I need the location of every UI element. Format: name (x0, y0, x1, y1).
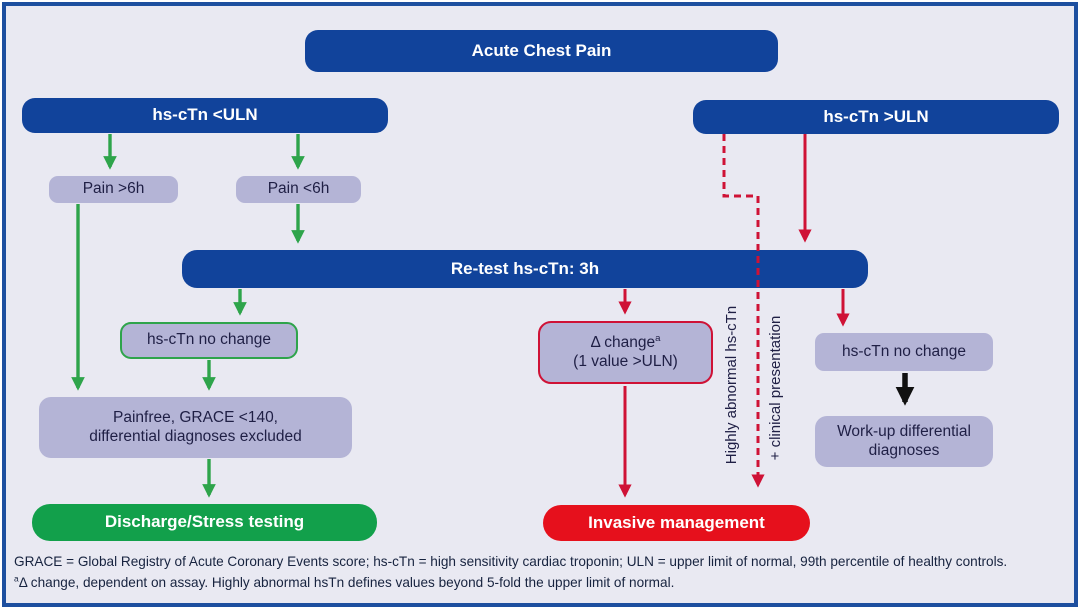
node-no-change-right: hs-cTn no change (815, 333, 993, 371)
node-invasive-management-label: Invasive management (588, 512, 765, 532)
node-no-change-left-label: hs-cTn no change (146, 331, 272, 349)
node-hs-ctn-below-uln: hs-cTn <ULN (22, 98, 388, 133)
node-delta-change-line1: Δ changea (590, 332, 661, 353)
node-painfree-grace: Painfree, GRACE <140, differential diagn… (39, 397, 352, 458)
node-workup-differential: Work-up differential diagnoses (815, 416, 993, 467)
node-painfree-grace-line1: Painfree, GRACE <140, (113, 408, 278, 426)
figure-footnotes: GRACE = Global Registry of Acute Coronar… (14, 551, 1070, 593)
node-hs-ctn-above-uln: hs-cTn >ULN (693, 100, 1059, 134)
bypass-label-clinical-presentation: + clinical presentation (767, 315, 784, 461)
footnote-abbreviations: GRACE = Global Registry of Acute Coronar… (14, 554, 1008, 569)
node-invasive-management: Invasive management (543, 505, 810, 541)
node-hs-ctn-below-uln-label: hs-cTn <ULN (152, 105, 258, 125)
footnote-delta-change-sup: a (14, 573, 19, 584)
node-pain-over-6h: Pain >6h (49, 176, 178, 203)
node-pain-over-6h-label: Pain >6h (82, 180, 145, 198)
bypass-label-highly-abnormal: Highly abnormal hs-cTn (723, 305, 740, 465)
node-pain-under-6h-label: Pain <6h (267, 180, 330, 198)
node-hs-ctn-above-uln-label: hs-cTn >ULN (823, 106, 929, 126)
node-retest-hs-ctn: Re-test hs-cTn: 3h (182, 250, 868, 288)
node-acute-chest-pain: Acute Chest Pain (305, 30, 778, 72)
node-delta-change-line2: (1 value >ULN) (573, 352, 678, 370)
node-workup-differential-line2: diagnoses (868, 441, 940, 459)
node-acute-chest-pain-label: Acute Chest Pain (471, 40, 612, 60)
footnote-delta-change: aΔ change, dependent on assay. Highly ab… (14, 572, 1070, 593)
node-painfree-grace-line2: differential diagnoses excluded (89, 427, 302, 445)
footnote-delta-change-text: Δ change, dependent on assay. Highly abn… (18, 575, 675, 591)
node-discharge-stress-testing: Discharge/Stress testing (32, 504, 377, 541)
node-no-change-left: hs-cTn no change (120, 322, 298, 359)
node-delta-change-sup: a (655, 332, 661, 344)
node-workup-differential-line1: Work-up differential (837, 422, 971, 440)
node-delta-change: Δ changea (1 value >ULN) (538, 321, 713, 384)
node-pain-under-6h: Pain <6h (236, 176, 361, 203)
node-retest-hs-ctn-label: Re-test hs-cTn: 3h (450, 258, 600, 278)
node-delta-change-text: Δ change (590, 333, 656, 351)
node-discharge-stress-testing-label: Discharge/Stress testing (104, 512, 305, 532)
node-no-change-right-label: hs-cTn no change (841, 342, 967, 360)
